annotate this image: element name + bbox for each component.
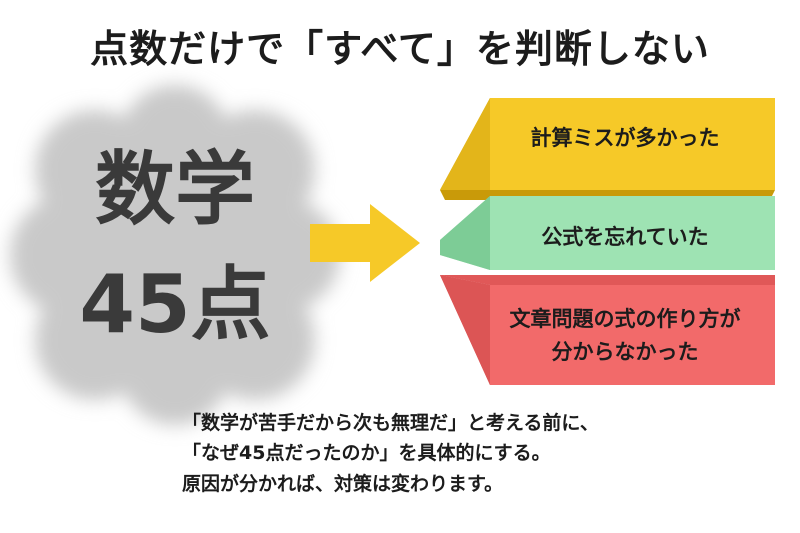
reason-box-formula [440,196,775,270]
reason-label-word-problem: 文章問題の式の作り方が 分からなかった [490,303,760,368]
reason-label-line2: 分からなかった [551,339,699,364]
score-value: 45点 [79,258,271,351]
page-title: 点数だけで「すべて」を判断しない [90,27,710,71]
caption-line1: 「数学が苦手だから次も無理だ」と考える前に、 [182,412,599,434]
cloud-shape [10,85,340,425]
caption: 「数学が苦手だから次も無理だ」と考える前に、 「なぜ45点だったのか」を具体的に… [182,408,782,499]
reason-label-calculation: 計算ミスが多かった [530,126,720,150]
caption-line3: 原因が分かれば、対策は変わります。 [182,472,504,495]
caption-line2: 「なぜ45点だったのか」を具体的にする。 [182,442,551,465]
reason-box-word-problem [440,275,775,385]
reason-label-line1: 文章問題の式の作り方が [509,307,741,331]
right-arrow-icon [310,204,420,282]
reason-label-formula: 公式を忘れていた [541,225,709,249]
score-subject: 数学 [95,143,255,236]
